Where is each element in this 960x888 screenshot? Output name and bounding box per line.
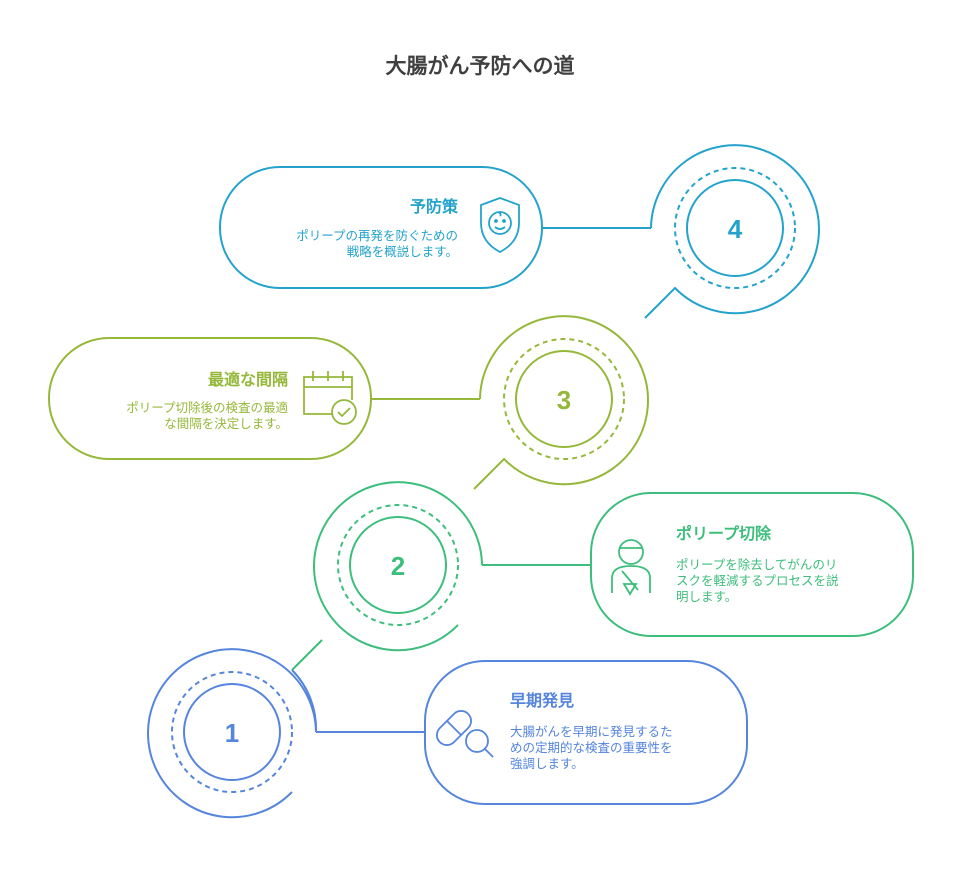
step-2-card — [590, 492, 914, 637]
step-4-desc: ポリープの再発を防ぐための 戦略を概説します。 — [240, 228, 458, 260]
step-1-group — [147, 648, 748, 819]
step-1-number: 1 — [225, 718, 239, 748]
step-1-ring-arc — [147, 648, 317, 819]
step-3-group — [48, 315, 649, 490]
step-4-card — [219, 166, 543, 289]
step-4-dashed-ring — [674, 167, 796, 289]
step-1-ring-tail — [291, 669, 318, 733]
diagram-title: 大腸がん予防への道 — [385, 54, 575, 78]
step-3-desc: ポリープ切除後の検査の最適 な間隔を決定します。 — [60, 400, 288, 432]
step-4-spiral-ring — [644, 144, 820, 319]
step-1-desc: 大腸がんを早期に発見するた めの定期的な検査の重要性を 強調します。 — [510, 724, 720, 772]
step-4-number: 4 — [728, 214, 743, 244]
calendar-check-icon — [303, 371, 357, 425]
step-1-title: 早期発見 — [510, 691, 575, 710]
step-2-spiral-ring — [291, 639, 323, 671]
step-4-inner-circle — [686, 179, 784, 277]
step-3-desc-line: ポリープ切除後の検査の最適 — [126, 400, 288, 415]
step-2-group — [291, 481, 914, 671]
step-4-title: 予防策 — [409, 197, 458, 216]
step-2-desc-line: ポリープを除去してがんのリ — [676, 557, 838, 572]
step-1-dashed-ring — [171, 671, 293, 793]
step-1-inner-circle — [183, 683, 281, 781]
step-3-card — [48, 337, 372, 460]
step-3-dashed-ring — [503, 338, 625, 460]
shield-face-icon — [480, 197, 520, 254]
step-2-desc-line: 明します。 — [676, 589, 738, 604]
step-1-desc-line: めの定期的な検査の重要性を — [510, 740, 673, 755]
step-4-group — [219, 144, 820, 319]
step-2-number: 2 — [391, 551, 405, 581]
step-3-spiral-ring — [473, 315, 649, 490]
step-2-title: ポリープ切除 — [676, 524, 772, 543]
step-2-desc: ポリープを除去してがんのリ スクを軽減するプロセスを説 明します。 — [676, 557, 886, 605]
step-2-inner-circle — [349, 516, 447, 614]
step-1-card — [424, 660, 748, 805]
step-2-dashed-ring — [337, 504, 459, 626]
step-3-desc-line: な間隔を決定します。 — [164, 416, 288, 431]
step-4-desc-line: 戦略を概説します。 — [346, 244, 458, 259]
step-3-number: 3 — [557, 385, 571, 415]
step-3-title: 最適な間隔 — [207, 370, 288, 389]
step-2-desc-line: スクを軽減するプロセスを説 — [676, 573, 839, 588]
step-1-desc-line: 大腸がんを早期に発見するた — [510, 724, 673, 739]
step-1-desc-line: 強調します。 — [510, 756, 584, 771]
patient-sling-icon — [611, 539, 651, 596]
pill-magnifier-icon — [436, 710, 494, 758]
step-3-inner-circle — [515, 350, 613, 448]
step-4-desc-line: ポリープの再発を防ぐための — [296, 228, 458, 243]
step-2-ring-arc — [313, 481, 483, 652]
